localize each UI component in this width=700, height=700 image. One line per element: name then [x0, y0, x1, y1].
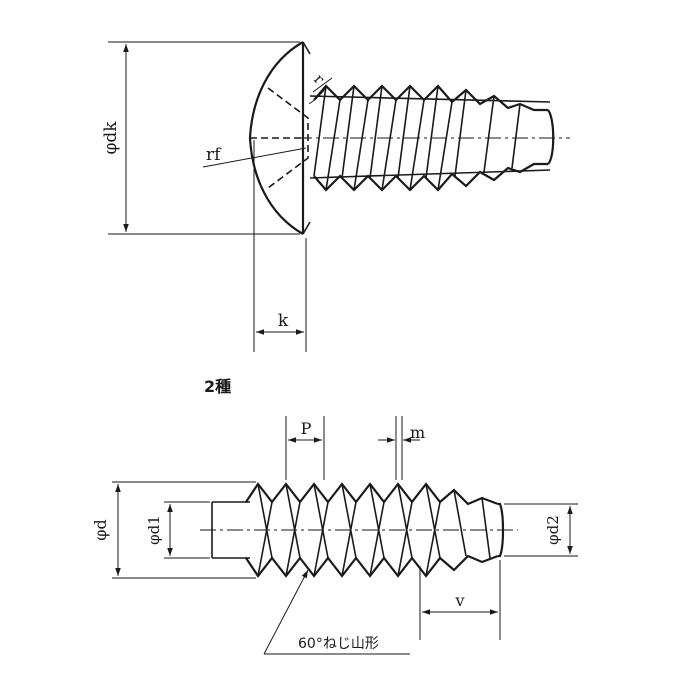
- thread-helix-lines: [313, 85, 521, 191]
- label-minor-diameter: φd1: [145, 515, 163, 545]
- top-screw-view: φdk k rf r: [101, 41, 570, 352]
- label-head-diameter: φdk: [101, 121, 121, 155]
- r-leader: [312, 77, 333, 93]
- label-tip-diameter: φd2: [544, 515, 562, 545]
- label-major-diameter: φd: [91, 519, 110, 540]
- thread-crests-top: [313, 84, 548, 112]
- bottom-thread-view: P m φd φd1 φd2 v 60°ねじ山形: [91, 416, 578, 655]
- screw-tip: [547, 109, 555, 165]
- label-tip-length: v: [454, 591, 464, 610]
- type-caption: 2種: [204, 377, 231, 396]
- detail-helix-lines: [257, 483, 491, 577]
- thread-crests-bottom: [313, 162, 548, 192]
- label-head-height: k: [278, 311, 289, 331]
- label-head-radius: rf: [206, 145, 222, 165]
- label-thread-form-note: 60°ねじ山形: [298, 636, 379, 652]
- label-m: m: [410, 423, 425, 442]
- label-pitch: P: [301, 419, 312, 438]
